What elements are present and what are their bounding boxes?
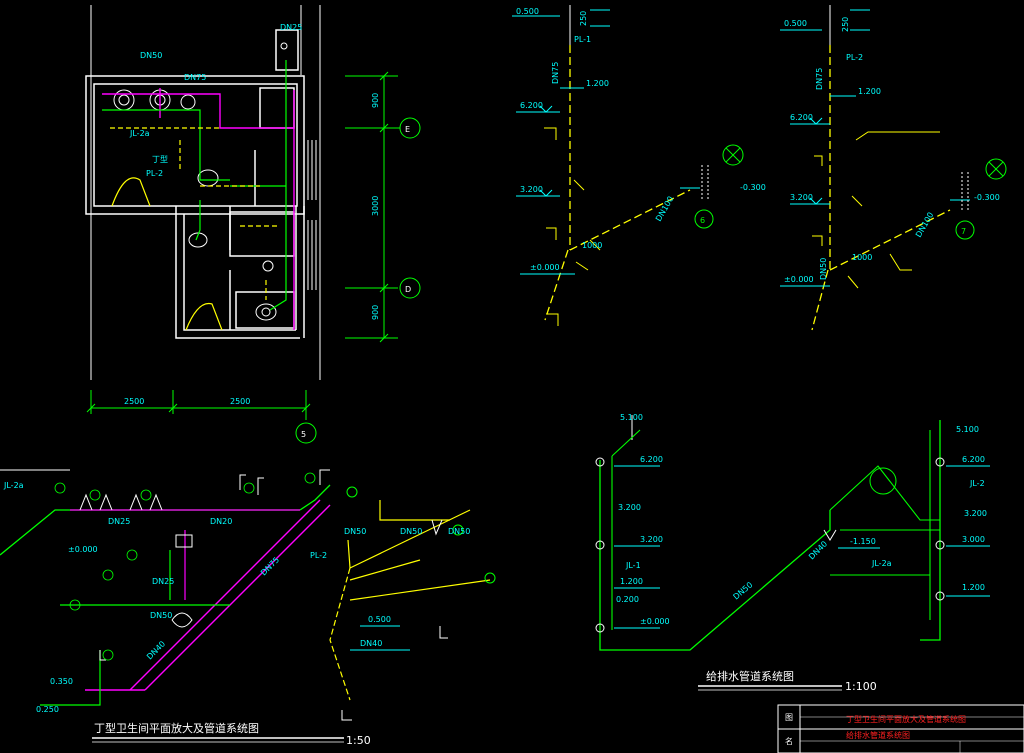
pl1-dn100: DN100 [654,195,676,223]
pl1-elev-0300: -0.300 [740,183,766,192]
title-block-name-2: 给排水管道系统图 [846,730,910,740]
plan-dn25: DN25 [280,23,302,32]
room-label: 丁型 [152,155,168,164]
jl2-elev-6200: 6.200 [962,455,985,464]
jl-elev-1150: -1.150 [850,537,876,546]
iso-jl2a: JL-2a [3,481,24,490]
iso-dn40-b: DN40 [360,639,382,648]
bathroom-drawing-title: 丁型卫生间平面放大及管道系统图 [94,721,259,735]
drain-system-pl1: 6 PL-1 0.500 250 1.200 6.200 3.200 1000 … [512,5,766,326]
jl2a-label: JL-2a [871,559,892,568]
title-block-name-1: 丁型卫生间平面放大及管道系统图 [846,714,966,724]
pl2-elev-1200: 1.200 [858,87,881,96]
jl1-label: JL-1 [625,561,641,570]
iso-dn50-c: DN50 [400,527,422,536]
dim-2500-left: 2500 [124,397,144,406]
jl1-elev-3200: 3.200 [640,535,663,544]
plan-pl2: PL-2 [146,169,163,178]
dim-3000: 3000 [371,196,380,216]
pl2-elev-0300: -0.300 [974,193,1000,202]
horizontal-dimension [86,390,311,420]
pl1-250: 250 [579,11,588,26]
supply-drawing-title: 给排水管道系统图 [706,669,794,683]
pl1-elev-1200: 1.200 [586,79,609,88]
jl1-elev-1200: 1.200 [620,577,643,586]
pl2-dn50: DN50 [819,258,828,280]
jl1-elev-0000: ±0.000 [640,617,670,626]
pl1-elev-0000: ±0.000 [530,263,560,272]
pl2-label: PL-2 [846,53,863,62]
pl2-250: 250 [841,17,850,32]
iso-dn50: DN50 [150,611,172,620]
axis-bubble-d: D [399,277,421,299]
walls [85,29,305,339]
jl1-elev-6200: 6.200 [640,455,663,464]
drain-pipe [110,127,280,300]
iso-dn40: DN40 [145,639,167,661]
iso-dn25-a: DN25 [108,517,130,526]
pl2-elev-3200: 3.200 [790,193,813,202]
window [307,140,317,290]
axis-bubble-7: 7 [955,220,975,240]
iso-elev-0500: 0.500 [368,615,391,624]
iso-dn25-b: DN25 [152,577,174,586]
pl1-elev-3200: 3.200 [520,185,543,194]
pl2-dn100: DN100 [914,211,936,239]
iso-dn50-d: DN50 [448,527,470,536]
door-swing [111,177,223,331]
axis-bubble-e: E [399,117,421,139]
jl1-elev-0200: 0.200 [616,595,639,604]
jl2-elev-3000: 3.000 [962,535,985,544]
bathroom-piping-isometric: JL-2a DN25 DN20 ±0.000 DN25 DN50 0.350 0… [0,469,496,747]
iso-dn20: DN20 [210,517,232,526]
plan-dn50: DN50 [140,51,162,60]
plan-dn75: DN75 [184,73,206,82]
dim-2500-right: 2500 [230,397,250,406]
axis-bubble-6: 6 [694,209,714,229]
drain-system-pl2: 7 PL-2 0.500 250 1.200 6.200 3.200 1000 … [780,5,1007,331]
svg-text:6: 6 [700,216,705,225]
vertical-dimension [345,71,400,343]
svg-text:D: D [405,285,411,294]
svg-text:5: 5 [301,430,306,439]
supply-drawing-scale: 1:100 [845,680,877,693]
jl2-elev-3200: 3.200 [964,509,987,518]
pl2-dim-1000: 1000 [852,253,872,262]
pl1-label: PL-1 [574,35,591,44]
title-block-label-1: 图 [785,713,793,722]
pl1-dn75: DN75 [551,62,560,84]
dim-900-bottom: 900 [371,305,380,320]
pl2-elev-0000: ±0.000 [784,275,814,284]
dim-900-top: 900 [371,93,380,108]
svg-text:7: 7 [961,227,966,236]
pl2-elev-6200: 6.200 [790,113,813,122]
bathroom-drawing-scale: 1:50 [346,734,371,747]
axis-bubble-5: 5 [295,422,317,444]
jl1-elev-3200-a: 3.200 [618,503,641,512]
iso-elev-0000: ±0.000 [68,545,98,554]
jl-dn40: DN40 [807,539,829,561]
jl2-elev-1200: 1.200 [962,583,985,592]
iso-elev-0250: 0.250 [36,705,59,714]
jl2-label: JL-2 [969,479,985,488]
iso-pl2: PL-2 [310,551,327,560]
hot-water-pipe [102,88,295,330]
supply-system-jl: 5.100 6.200 3.200 3.200 JL-1 1.200 0.200… [595,413,990,693]
iso-elev-0350: 0.350 [50,677,73,686]
pl2-dn75: DN75 [815,68,824,90]
jl2-top-elev: 5.100 [956,425,979,434]
pl1-dim-1000: 1000 [582,241,602,250]
svg-text:E: E [405,125,410,134]
pl1-top-elev: 0.500 [516,7,539,16]
jl-top-elev: 5.100 [620,413,643,422]
title-block: 图 名 丁型卫生间平面放大及管道系统图 给排水管道系统图 [777,704,1024,753]
iso-dn50-b: DN50 [344,527,366,536]
pl1-elev-6200: 6.200 [520,101,543,110]
plan-jl2a: JL-2a [129,129,150,138]
pl2-top-elev: 0.500 [784,19,807,28]
bathroom-floor-plan: 丁型 PL-2 JL-2a DN50 DN75 DN25 900 3000 90… [85,5,421,444]
title-block-label-2: 名 [785,736,793,746]
